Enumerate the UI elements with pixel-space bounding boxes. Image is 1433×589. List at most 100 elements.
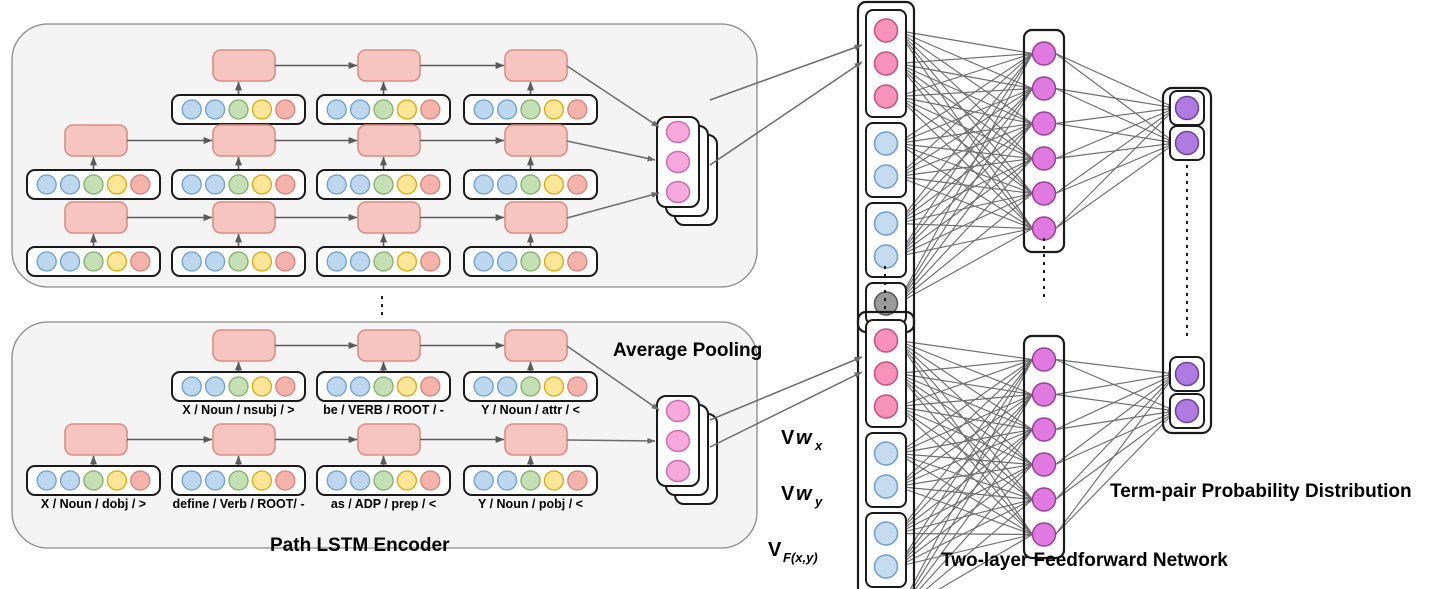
embedding-circle-2 (373, 251, 394, 272)
top-row-lower-embedding-1 (171, 246, 306, 277)
embedding-circle-1 (204, 174, 226, 195)
ffn-lower-edge-in3-h2 (897, 428, 1033, 456)
top-row-lower-lstm-cell-2 (357, 201, 421, 234)
ffn-upper-edge-in3-h3 (897, 141, 1033, 160)
ffn-lower-edge-h0-out1 (1055, 358, 1176, 412)
ffn-lower (856, 310, 1066, 589)
ffn-lower-edge-in0-h4 (897, 340, 1033, 500)
ffn-lower-edge-in7-h2 (914, 429, 1033, 589)
ffn-lower-edge-in4-h3 (897, 463, 1033, 489)
ffn-lower-edge-in0-h1 (897, 339, 1033, 396)
ffn-lower-edge-in4-h2 (897, 428, 1033, 488)
ffn-upper-edge-in7-h3 (897, 158, 1033, 304)
ffn-upper-hidden-layer-frame (1022, 28, 1066, 254)
embedding-circle-2 (228, 174, 249, 195)
ffn-upper-hidden-node-4 (1031, 181, 1057, 206)
ffn-lower-edge-in3-h1 (897, 393, 1033, 455)
ffn-upper-hidden-node-0 (1031, 41, 1057, 66)
pooled-vectors (566, 65, 718, 505)
embedding-circle-2 (373, 99, 394, 120)
top-row-middle-embedding-2 (316, 169, 451, 200)
ffn-lower-edge-in0-h0 (897, 338, 1033, 361)
vector-label-fxy: V F(x,y) (768, 539, 818, 565)
output-node-2 (1174, 361, 1200, 387)
ffn-upper-input-node-4 (873, 164, 899, 189)
ffn-upper-edge-in3-h5 (897, 143, 1033, 229)
top-row-middle-embedding-1 (171, 169, 306, 200)
embedding-circle-1 (204, 251, 226, 272)
pooled-vector-stack-top-node-0 (665, 120, 691, 144)
ffn-upper-edge-in0-h1 (897, 29, 1033, 90)
svg-text:V: V (781, 427, 795, 449)
ffn-lower-input-node-6 (873, 554, 899, 579)
embedding-circle-1 (59, 174, 81, 195)
ffn-lower-edge-in3-h5 (897, 453, 1033, 535)
ffn-lower-edge-in3-h3 (897, 451, 1033, 466)
ffn-lower-hidden-node-1 (1031, 382, 1057, 407)
embedding-circle-0 (326, 470, 347, 491)
ffn-lower-edge-h3-out0 (1055, 373, 1176, 465)
bottom-row-upper-embedding-2 (463, 371, 598, 402)
ffn-upper-edge-in3-h1 (897, 87, 1033, 145)
top-row-upper-embedding-0 (171, 94, 306, 125)
embedding-circle-0 (181, 174, 202, 195)
ffn-upper-edge-in1-h5 (897, 63, 1033, 229)
embedding-circle-2 (83, 174, 104, 195)
ffn-upper-edge-in2-h4 (897, 96, 1033, 194)
ffn-lower-edge-in5-h5 (897, 530, 1033, 537)
bottom-row-lower-embedding-1 (171, 465, 306, 496)
output-node-0 (1174, 95, 1200, 121)
embedding-circle-3 (251, 251, 273, 272)
embedding-circle-0 (326, 251, 347, 272)
bottom-row-lower-embedding-0 (26, 465, 161, 496)
embedding-circle-3 (251, 470, 273, 491)
embedding-circle-4 (130, 251, 151, 272)
ffn-lower-edge-in1-h3 (897, 373, 1033, 465)
ffn-lower-input-node-4 (873, 474, 899, 499)
ffn-lower-edge-in6-h3 (897, 464, 1033, 567)
embedding-circle-1 (59, 470, 81, 491)
embedding-circle-4 (420, 470, 441, 491)
ffn-lower-edge-in2-h0 (897, 358, 1033, 408)
embedding-circle-3 (396, 251, 418, 272)
ffn-upper-edge-in2-h5 (897, 96, 1033, 229)
ffn-upper-edge-in5-h3 (897, 157, 1033, 225)
feedforward-networks (709, 0, 1213, 589)
ffn-lower-edge-in1-h5 (897, 373, 1033, 535)
ffn-lower-hidden-node-0 (1031, 347, 1057, 372)
top-row-middle-embedding-0 (26, 169, 161, 200)
ffn-lower-edge-h1-out1 (1055, 393, 1176, 413)
ffn-upper-edge-in2-h3 (897, 95, 1033, 160)
output-column-frame (1161, 86, 1213, 435)
embedding-circle-3 (106, 174, 128, 195)
ffn-upper-edge-in2-h0 (897, 52, 1033, 98)
bottom-row-lower-token-3: Y / Noun / pobj / < (478, 497, 583, 511)
ffn-upper-edge-in6-h5 (897, 227, 1033, 258)
bottom-row-upper-token-1: be / VERB / ROOT / - (323, 403, 444, 417)
path-lstm-encoder-label: Path LSTM Encoder (270, 535, 450, 556)
embedding-circle-1 (349, 99, 371, 120)
ffn-lower-hidden-node-2 (1031, 417, 1057, 442)
ffn-upper-edge-in3-h2 (897, 122, 1033, 146)
svg-text:x: x (814, 438, 823, 453)
ffn-lower-edge-h1-out0 (1055, 372, 1176, 396)
ffn-upper-edge-in0-h3 (897, 30, 1033, 159)
ffn-lower-edge-in1-h0 (897, 358, 1033, 376)
ffn-lower-edge-in6-h0 (897, 359, 1033, 567)
ffn-upper-edge-in4-h4 (897, 174, 1033, 195)
ffn-lower-hidden-node-5 (1031, 522, 1057, 547)
two-layer-feedforward-label: Two-layer Feedforward Network (941, 550, 1228, 571)
ffn-upper-input-node-6 (873, 244, 899, 269)
ffn-upper-edge-h5-out1 (1055, 142, 1176, 229)
pooled-vector-stack-bottom-node-0 (665, 399, 691, 423)
pool-arrow-top-row-middle (566, 140, 656, 162)
top-row-lower-embedding-2 (316, 246, 451, 277)
ffn-upper-edge-in3-h4 (897, 142, 1033, 195)
embedding-circle-0 (181, 251, 202, 272)
embedding-circle-3 (543, 251, 565, 272)
ffn-upper-edge-in4-h2 (897, 122, 1033, 178)
embedding-circle-1 (496, 99, 518, 120)
ffn-lower-input-column-frame (856, 310, 916, 589)
ffn-lower-edge-in4-h5 (897, 485, 1033, 536)
ffn-upper-edge-in2-h1 (897, 87, 1033, 100)
